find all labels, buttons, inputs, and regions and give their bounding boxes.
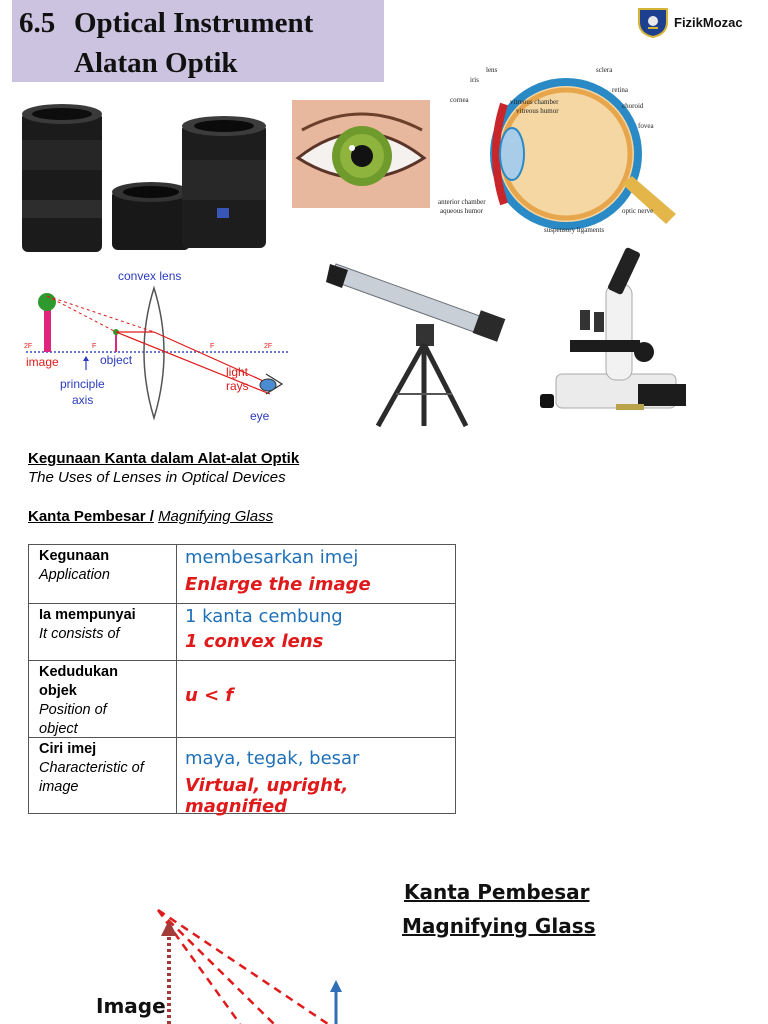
point-f-left: F xyxy=(92,343,96,350)
subheading-en: Magnifying Glass xyxy=(158,508,274,525)
magnifying-glass-ray-diagram xyxy=(156,908,342,1024)
section-heading-ms: Kegunaan Kanta dalam Alat-alat Optik xyxy=(28,450,300,467)
subheading: Kanta Pembesar / Magnifying Glass xyxy=(28,508,273,525)
value-en: 1 convex lens xyxy=(185,631,324,652)
table-value-cell: 1 kanta cembung 1 convex lens xyxy=(179,604,455,660)
table-value-cell: maya, tegak, besar Virtual, upright, mag… xyxy=(179,738,455,817)
section-heading-en: The Uses of Lenses in Optical Devices xyxy=(28,469,286,486)
eye-label-aqueous-humor: aqueous humor xyxy=(440,207,484,215)
image-arrow-label: Image xyxy=(96,994,166,1018)
point-2f-left: 2F xyxy=(24,343,32,350)
table-row-consists-of: Ia mempunyai It consists of 1 kanta cemb… xyxy=(29,603,455,660)
title-box: 6.5 Optical Instrument Alatan Optik xyxy=(12,0,384,82)
table-value-cell: u < f xyxy=(179,661,455,737)
point-f-right: F xyxy=(210,343,214,350)
point-2f-right: 2F xyxy=(264,343,272,350)
bottom-title-ms: Kanta Pembesar xyxy=(404,880,590,904)
school-crest-icon xyxy=(638,8,668,38)
camera-lenses-image xyxy=(22,104,266,252)
image-label: image xyxy=(26,355,59,369)
table-row-object-position: Kedudukan objek Position of object u < f xyxy=(29,660,455,737)
eye-label-vitreous-chamber: vitreous chamber xyxy=(510,98,559,106)
label-en: It consists of xyxy=(39,626,120,642)
label-ms: Ciri imej xyxy=(39,741,97,757)
telescope-image xyxy=(326,263,506,428)
table-value-cell: membesarkan imej Enlarge the image xyxy=(179,545,455,603)
object-arrow-head xyxy=(330,980,342,992)
table-row-image-characteristic: Ciri imej Characteristic of image maya, … xyxy=(29,737,455,817)
table-label-cell: Kedudukan objek Position of object xyxy=(29,661,177,737)
principle-axis-label-1: principle xyxy=(60,377,105,391)
title-line2: Alatan Optik xyxy=(74,47,238,79)
eye-label-vitreous-humor: vitreous humor xyxy=(516,107,559,115)
eye-label-suspensory-ligaments: suspensory ligaments xyxy=(544,226,604,234)
bottom-title-en: Magnifying Glass xyxy=(402,914,596,938)
light-rays-label-1: light xyxy=(226,365,249,379)
convex-lens-label: convex lens xyxy=(118,269,181,283)
eye-anatomy-diagram: lens iris cornea sclera retina choroid v… xyxy=(438,66,676,234)
title-number: 6.5 xyxy=(19,7,56,39)
eye-photo xyxy=(292,100,430,208)
principle-axis-label-2: axis xyxy=(72,393,93,407)
value-en: u < f xyxy=(185,685,234,706)
eye-label-cornea: cornea xyxy=(450,96,470,104)
eye-label-retina: retina xyxy=(612,86,629,94)
eye-label-sclera: sclera xyxy=(596,66,613,74)
microscope-image xyxy=(540,247,686,410)
magnifying-glass-table: Kegunaan Application membesarkan imej En… xyxy=(28,544,456,817)
table-label-cell: Ciri imej Characteristic of image xyxy=(29,738,177,813)
table-label-cell: Kegunaan Application xyxy=(29,545,177,603)
label-en: Application xyxy=(39,567,110,583)
label-ms: Kedudukan objek xyxy=(39,664,118,699)
value-ms: 1 kanta cembung xyxy=(185,606,343,627)
image-arrow-head xyxy=(161,920,177,936)
eye-label-choroid: choroid xyxy=(622,102,644,110)
eye-label-fovea: fovea xyxy=(638,122,654,130)
subheading-ms: Kanta Pembesar / xyxy=(28,508,154,525)
object-label: object xyxy=(100,353,133,367)
value-en: Enlarge the image xyxy=(185,574,371,595)
value-ms: membesarkan imej xyxy=(185,547,359,568)
value-en: Virtual, upright, magnified xyxy=(185,775,349,817)
title-line1: Optical Instrument xyxy=(74,7,314,39)
eye-label-anterior-chamber: anterior chamber xyxy=(438,198,486,206)
table-row-application: Kegunaan Application membesarkan imej En… xyxy=(29,545,455,603)
logo-text: FizikMozac xyxy=(674,15,743,30)
label-ms: Ia mempunyai xyxy=(39,607,136,623)
label-en: Characteristic of image xyxy=(39,760,144,795)
eye-label-optic-nerve: optic nerve xyxy=(622,207,653,215)
eye-label-lens: lens xyxy=(486,66,498,74)
value-ms: maya, tegak, besar xyxy=(185,748,360,769)
light-rays-label-2: rays xyxy=(226,379,249,393)
eye-label-iris: iris xyxy=(470,76,479,84)
label-ms: Kegunaan xyxy=(39,548,110,564)
label-en: Position of object xyxy=(39,702,107,737)
eye-label: eye xyxy=(250,409,270,423)
table-label-cell: Ia mempunyai It consists of xyxy=(29,604,177,660)
convex-lens-ray-diagram: convex lens 2F F F 2F image object princ… xyxy=(24,269,290,423)
